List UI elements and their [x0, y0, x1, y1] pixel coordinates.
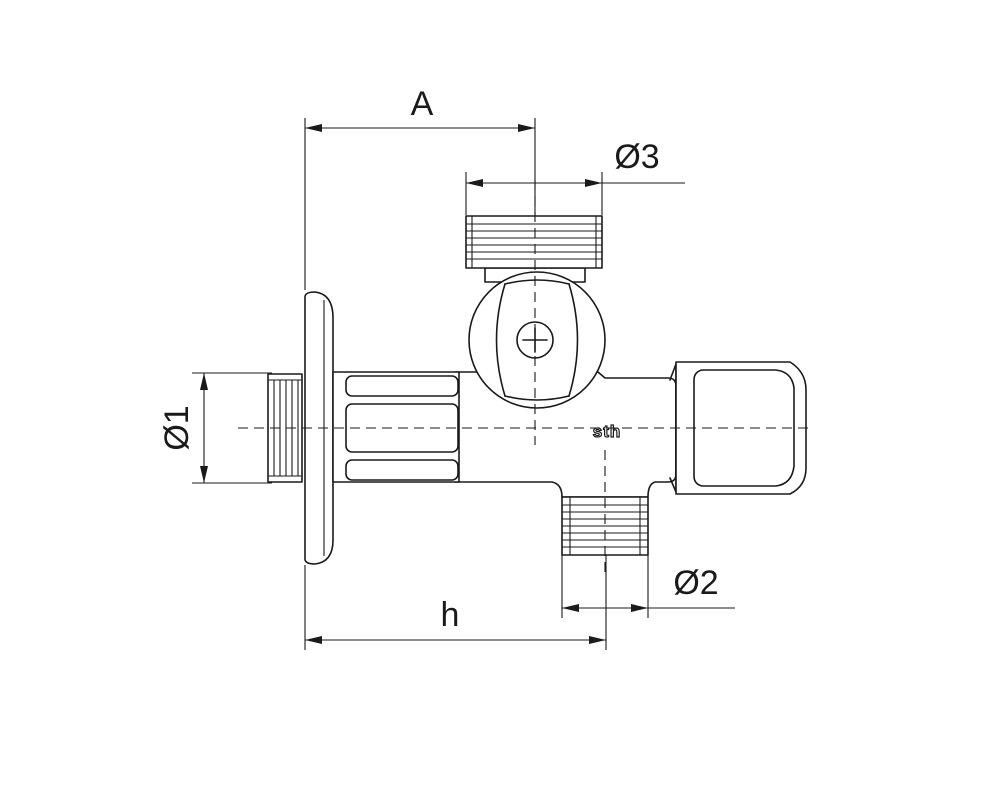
dimension-d1-arrow-bottom	[200, 466, 208, 483]
hex-shank-face-top	[345, 375, 459, 397]
dimension-a-label: A	[411, 85, 434, 123]
dimension-d1-arrow-top	[200, 373, 208, 390]
round-knob-rib-top	[504, 279, 570, 285]
dimension-d1-label: Ø1	[158, 405, 196, 450]
dimension-d3: Ø3	[465, 138, 685, 215]
dimension-h-arrow-left	[305, 636, 322, 644]
hex-shank-face-bottom	[345, 459, 459, 481]
dimension-a-arrow-right	[518, 124, 535, 132]
round-knob	[468, 271, 606, 409]
dimension-d3-arrow-left	[466, 179, 483, 187]
dimension-a-arrow-left	[305, 124, 322, 132]
round-knob-rib-left	[495, 283, 506, 397]
valve-body: sth	[267, 215, 807, 565]
dimension-d2: Ø2	[561, 555, 735, 618]
top-outlet-thread	[465, 215, 603, 269]
dimension-h-arrow-right	[589, 636, 606, 644]
brand-logo: sth	[593, 422, 622, 441]
dimension-d2-label: Ø2	[673, 564, 718, 602]
hex-shank	[332, 371, 460, 483]
dimension-h: h	[304, 555, 607, 650]
dimension-a: A	[304, 85, 536, 290]
round-knob-rib-right	[568, 283, 579, 397]
dimension-h-label: h	[441, 596, 460, 634]
round-knob-rib-bottom	[504, 395, 570, 401]
dimension-d2-arrow-right	[631, 604, 648, 612]
dimension-d1: Ø1	[158, 372, 272, 484]
dimension-d3-label: Ø3	[614, 138, 659, 176]
dimension-d3-arrow-right	[585, 179, 602, 187]
dimension-d2-arrow-left	[562, 604, 579, 612]
